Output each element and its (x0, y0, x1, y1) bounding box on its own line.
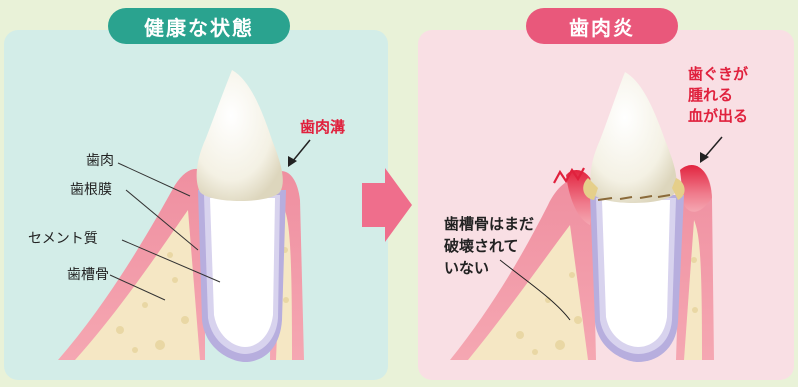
bone-note-line-1: 歯槽骨はまだ (444, 215, 535, 233)
gum-label: 歯肉 (86, 153, 114, 169)
periodontal-ligament-label: 歯根膜 (70, 182, 112, 198)
pain-zigzag (553, 167, 585, 184)
gingivitis-tooth (450, 72, 723, 362)
gingivitis-crown (590, 72, 677, 203)
gum-groove-label: 歯肉溝 (300, 118, 346, 136)
bone-note-line-2: 破壊されて (444, 237, 519, 255)
symptom-line-2: 腫れる (688, 86, 734, 104)
alveolar-bone-label: 歯槽骨 (67, 267, 109, 283)
gingivitis-bone-shape (468, 225, 588, 360)
transition-arrow (362, 168, 412, 242)
cementum-label: セメント質 (28, 231, 98, 247)
healthy-crown (196, 70, 283, 201)
healthy-title: 健康な状態 (108, 8, 290, 44)
healthy-bone-shape (75, 210, 200, 360)
healthy-tooth (58, 70, 311, 362)
symptom-line-1: 歯ぐきが (688, 65, 749, 83)
symptom-line-3: 血が出る (688, 107, 749, 125)
bone-note-line-3: いない (444, 259, 490, 277)
gingivitis-title: 歯肉炎 (526, 8, 678, 44)
